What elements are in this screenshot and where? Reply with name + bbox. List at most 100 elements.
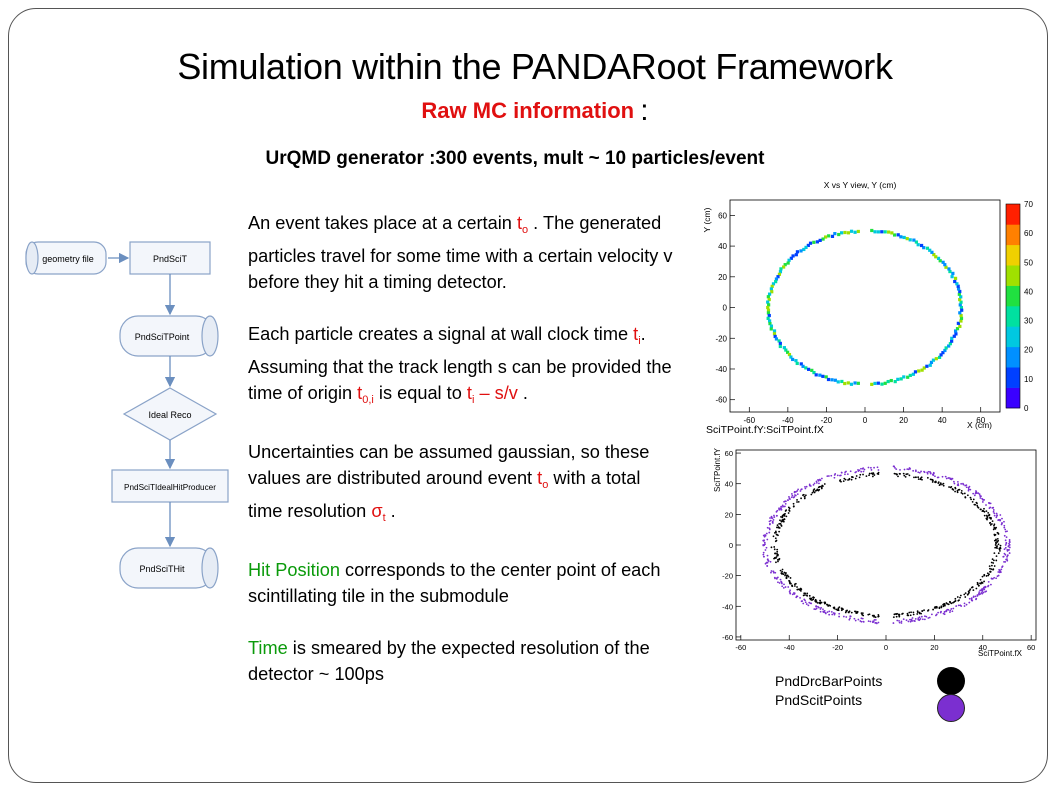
plot2-point xyxy=(984,586,987,588)
plot2-point xyxy=(873,466,875,469)
plot2-point xyxy=(774,552,777,555)
plot2-point xyxy=(987,580,990,583)
plot2-point xyxy=(912,611,915,614)
plot2-point xyxy=(992,528,995,531)
plot2-point xyxy=(788,507,791,510)
plot1-ztick-label: 10 xyxy=(1024,375,1033,384)
plot2-point xyxy=(846,473,849,476)
plot1-hit-cell xyxy=(769,287,773,291)
plot1-colorbar-cell xyxy=(1006,346,1020,368)
plot2-point xyxy=(794,494,797,497)
plot2-point xyxy=(793,592,796,595)
plot2-point xyxy=(766,526,769,529)
plot2-xtick-label: -60 xyxy=(735,643,746,652)
plot1-hit-cell xyxy=(766,316,770,320)
plot2-point xyxy=(920,615,923,618)
plot2-point xyxy=(843,477,846,480)
plot1-hit-cell xyxy=(776,275,780,279)
plot1-hit-cell xyxy=(799,362,803,366)
plot2-point xyxy=(918,611,921,614)
plot2-point xyxy=(963,492,966,495)
plot1-hit-cell xyxy=(826,377,831,382)
plot2-point xyxy=(848,477,851,480)
plot2-point xyxy=(848,618,851,621)
plot2-point xyxy=(766,558,769,561)
plot2-point xyxy=(840,480,842,483)
plot2-point xyxy=(796,499,798,501)
plot2-point xyxy=(790,496,793,499)
plot1-hit-cell xyxy=(950,336,954,340)
plot1-hit-cell xyxy=(922,246,926,250)
plot2-point xyxy=(932,608,935,611)
plot2-point xyxy=(979,589,982,592)
plot2-point xyxy=(947,608,950,611)
plot2-point xyxy=(828,610,831,613)
plot1-hit-cell xyxy=(887,230,891,234)
plot2-point xyxy=(982,499,985,501)
plot2-point xyxy=(1008,546,1011,549)
plot1-hit-cell xyxy=(913,370,918,374)
plot2-point xyxy=(789,592,792,595)
plot1-hit-cell xyxy=(808,241,813,245)
plot2-point xyxy=(967,486,970,489)
plot2-point xyxy=(828,613,831,616)
plot2-point xyxy=(939,483,941,486)
plot2-point xyxy=(989,502,992,505)
plot1-hit-cell xyxy=(840,379,844,384)
plot2-point xyxy=(847,479,849,481)
plot2-ytick-label: -40 xyxy=(722,602,733,611)
plot1-hit-cell xyxy=(899,377,903,381)
plot2-point xyxy=(776,548,779,551)
plot2-point xyxy=(989,570,991,573)
plot2-point xyxy=(914,476,917,479)
plot1-colorbar-frame xyxy=(1005,203,1021,409)
plot2-point xyxy=(877,615,880,618)
plot1-hit-cell xyxy=(818,238,822,242)
plot2-point xyxy=(871,475,874,478)
plot2-point xyxy=(816,601,819,604)
plot2-point xyxy=(802,594,805,597)
plot1-ytick-label: 20 xyxy=(718,273,727,282)
plot2-point xyxy=(818,488,821,491)
plot2-point xyxy=(950,485,953,488)
plot2-point xyxy=(903,474,906,477)
plot2-xtick-label: 60 xyxy=(1027,643,1035,652)
plot2-point xyxy=(820,606,823,609)
plot2-point xyxy=(942,603,945,606)
plot1-hit-cell xyxy=(849,229,854,233)
plot2-point xyxy=(992,562,995,564)
plot2-point xyxy=(919,618,922,620)
plot2-point xyxy=(857,618,860,621)
plot1-hit-cell xyxy=(955,282,959,286)
plot2-point xyxy=(930,613,933,616)
plot2-point xyxy=(808,601,811,604)
body-text: An event takes place at a certain to . T… xyxy=(248,210,678,713)
plot2-point xyxy=(838,615,841,618)
plot2-point xyxy=(804,601,807,604)
plot1-hit-cell xyxy=(814,373,818,377)
plot2-point xyxy=(942,484,945,487)
plot1-hit-cell xyxy=(774,277,779,281)
plot2-point xyxy=(993,523,996,526)
plot1-hit-cell xyxy=(876,381,880,385)
plot2-point xyxy=(787,499,789,501)
plot2-point xyxy=(946,602,949,605)
plot2-point xyxy=(771,520,774,523)
plot2-point xyxy=(854,471,857,474)
plot2-point xyxy=(776,524,779,527)
plot2-point xyxy=(796,586,798,588)
plot2-point xyxy=(934,607,937,609)
plot2-point xyxy=(872,620,875,623)
plot2-point xyxy=(977,584,980,587)
plot2-point xyxy=(927,617,930,619)
plot1-hit-cell xyxy=(770,284,774,288)
plot2-point xyxy=(920,476,923,479)
paragraph-hit-position: Hit Position corresponds to the center p… xyxy=(248,560,661,606)
plot1-hit-cell xyxy=(768,319,772,323)
plot1-hit-cell xyxy=(856,229,860,234)
plot2-point xyxy=(804,594,806,596)
plot2-point xyxy=(1007,545,1010,547)
plot2-point xyxy=(902,472,905,475)
plot2-point xyxy=(860,612,863,615)
plot2-point xyxy=(957,604,960,607)
